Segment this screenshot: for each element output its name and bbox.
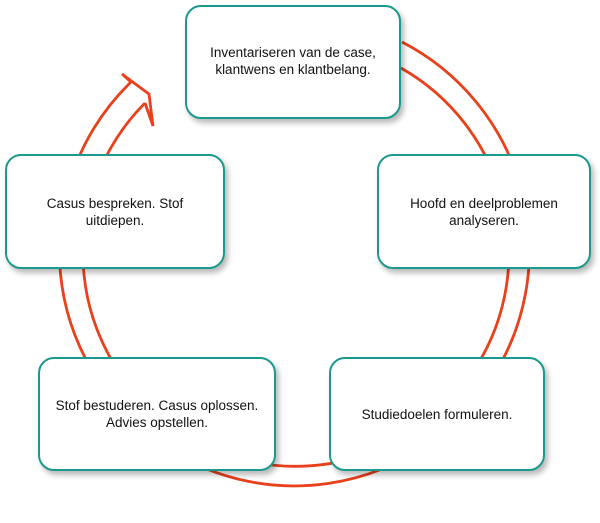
step-box-studiedoelen: Studiedoelen formuleren. xyxy=(329,357,545,471)
step-label: Studiedoelen formuleren. xyxy=(361,406,513,422)
step-label: Hoofd en deelproblemen analyseren. xyxy=(410,195,558,228)
step-box-bestuderen: Stof bestuderen. Casus oplossen. Advies … xyxy=(38,357,276,471)
step-label: Stof bestuderen. Casus oplossen. Advies … xyxy=(55,398,259,430)
cycle-arrowhead-icon xyxy=(121,72,155,127)
step-box-analyseren: Hoofd en deelproblemen analyseren. xyxy=(377,154,591,269)
step-box-inventariseren: Inventariseren van de case, klantwens en… xyxy=(185,5,401,119)
step-box-bespreken: Casus bespreken. Stof uitdiepen. xyxy=(5,154,225,269)
step-label: Casus bespreken. Stof uitdiepen. xyxy=(46,195,184,228)
step-label: Inventariseren van de case, klantwens en… xyxy=(210,45,376,77)
